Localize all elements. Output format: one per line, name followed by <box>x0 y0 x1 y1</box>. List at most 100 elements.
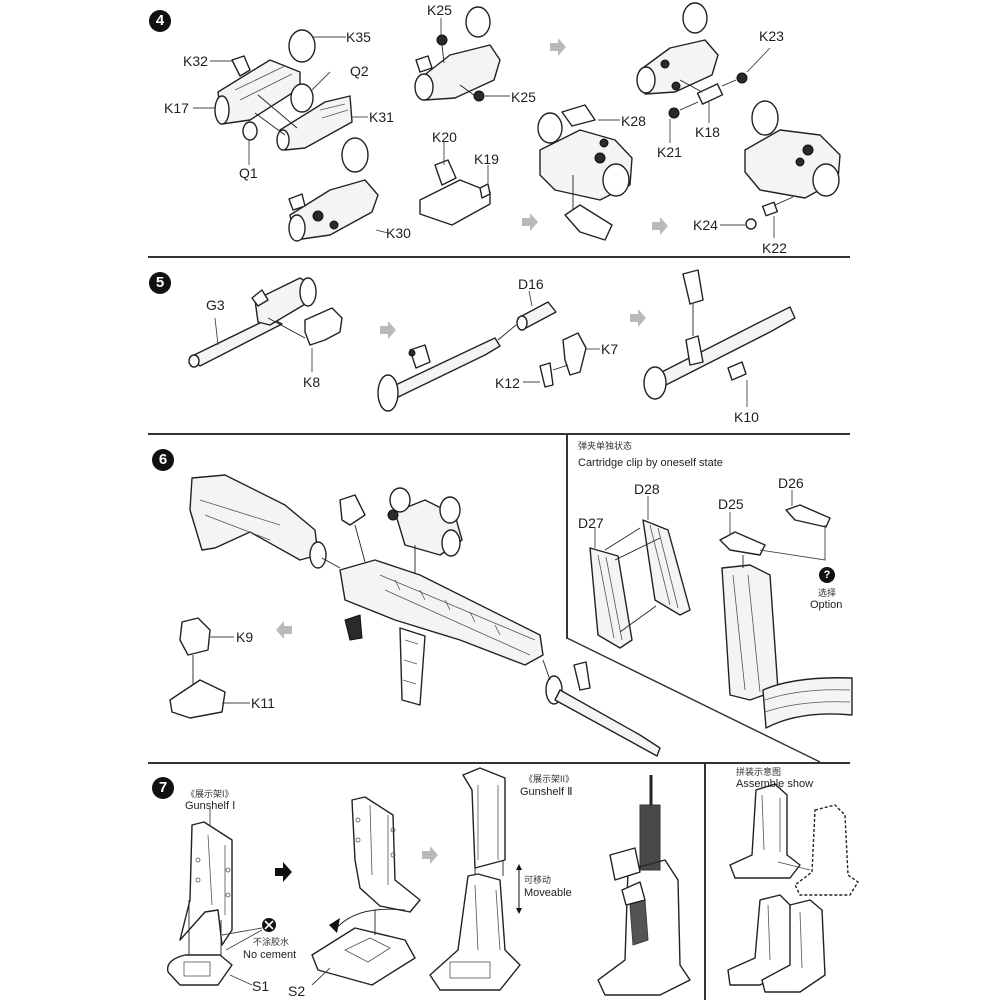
part-label-k23: K23 <box>759 28 784 44</box>
lens-q1-part <box>242 121 258 141</box>
part-label-g3: G3 <box>206 297 225 313</box>
scope-with-k28-part <box>537 104 633 241</box>
no-cement-label-en: No cement <box>243 949 297 961</box>
divider-step5-step6 <box>148 433 850 435</box>
scope-k18-k21-k23-part <box>636 2 748 119</box>
part-label-k19: K19 <box>474 151 499 167</box>
curved-magazine-part <box>762 677 853 729</box>
assemble-show-double-stand-part <box>727 894 826 993</box>
rotate-arrow-head-icon <box>329 918 340 933</box>
front-barrel-assembly-part <box>545 661 661 757</box>
gunshelf-2-label-cn: 《展示架II》 <box>524 774 575 784</box>
gunshelf-1-label-en: Gunshelf Ⅰ <box>185 800 236 812</box>
flow-arrow-icon <box>422 846 438 864</box>
part-label-k32: K32 <box>183 53 208 69</box>
divider-step6-step7 <box>148 762 850 764</box>
lens-cap-k32-part <box>231 55 251 77</box>
flow-arrow-icon <box>550 38 566 56</box>
stock-part <box>189 474 327 569</box>
front-sight-k9-part <box>179 617 211 656</box>
rear-sight-part <box>339 494 366 526</box>
assemble-vertical-divider <box>704 763 706 1000</box>
barrel-assembly-final-part <box>643 269 796 400</box>
gunshelf-base-s1-part <box>166 954 233 986</box>
part-label-k35: K35 <box>346 29 371 45</box>
part-label-d27: D27 <box>578 515 604 531</box>
flow-arrow-icon <box>276 621 292 639</box>
divider-step4-step5 <box>148 256 850 258</box>
step-4-badge: 4 <box>149 10 171 32</box>
part-label-k7: K7 <box>601 341 619 357</box>
black-right-arrow-icon <box>275 862 292 882</box>
moveable-label-en: Moveable <box>524 887 572 899</box>
flow-arrow-icon <box>380 321 396 339</box>
rotate-arrow <box>334 908 406 931</box>
gas-block-k8-part <box>304 307 343 346</box>
part-label-k25-top: K25 <box>427 2 452 18</box>
barrel-assembly-step5-part <box>377 337 501 412</box>
part-label-k12: K12 <box>495 375 520 391</box>
part-label-k24: K24 <box>693 217 718 233</box>
option-label-en: Option <box>810 599 843 611</box>
part-label-d16: D16 <box>518 276 544 292</box>
moveable-label-cn: 可移动 <box>524 875 552 885</box>
option-label-cn: 选择 <box>818 588 837 598</box>
red-dot-scope-part <box>387 487 463 557</box>
flow-arrow-icon <box>630 309 646 327</box>
sight-base-k11-part <box>169 679 226 719</box>
option-question-icon: ? <box>819 567 835 583</box>
assemble-show-ghost-stand-part <box>794 804 859 896</box>
gunshelf-1-assembled-part <box>351 796 421 913</box>
no-cement-label-cn: 不涂胶水 <box>253 937 290 947</box>
no-cement-icon <box>262 918 276 932</box>
part-label-k17: K17 <box>164 100 189 116</box>
scope-with-k25-part <box>414 6 501 102</box>
part-label-k20: K20 <box>432 129 457 145</box>
mag-baseplate-d26-part <box>785 504 831 528</box>
magazine-half-d28-part <box>642 519 691 616</box>
sight-pin-k12-part <box>539 362 554 388</box>
flash-hider-d16-part <box>516 301 557 331</box>
magazine-half-d27-part <box>589 547 633 649</box>
moveable-arrow-icon <box>516 864 522 914</box>
part-label-k21: K21 <box>657 144 682 160</box>
gunshelf-base-s2-part <box>311 927 416 986</box>
inset-title-en: Cartridge clip by oneself state <box>578 457 723 469</box>
barrel-g3-part <box>188 277 317 368</box>
flow-arrow-icon <box>522 213 538 231</box>
part-label-k28: K28 <box>621 113 646 129</box>
part-label-k25-side: K25 <box>511 89 536 105</box>
inset-vertical-divider <box>566 434 568 639</box>
assemble-show-label-cn: 拼装示意图 <box>736 767 782 777</box>
scope-tube-k31-part <box>276 95 353 151</box>
rifle-on-stand-part <box>597 775 691 996</box>
gunshelf-2-upper-part <box>462 767 506 869</box>
gunshelf-2-label-en: Gunshelf Ⅱ <box>520 786 573 798</box>
part-label-k31: K31 <box>369 109 394 125</box>
step-7-badge: 7 <box>152 777 174 799</box>
part-label-k10: K10 <box>734 409 759 425</box>
lens-q2-part <box>290 83 314 113</box>
lens-cap-k35-part <box>288 29 316 63</box>
part-label-d26: D26 <box>778 475 804 491</box>
part-label-k9: K9 <box>236 629 254 645</box>
part-label-d25: D25 <box>718 496 744 512</box>
rifle-receiver-handguard-part <box>339 559 544 706</box>
step-5-badge: 5 <box>149 272 171 294</box>
part-label-k18: K18 <box>695 124 720 140</box>
part-label-k8: K8 <box>303 374 321 390</box>
part-label-s2: S2 <box>288 983 306 999</box>
front-sight-k7-part <box>562 332 587 376</box>
inset-title-cn: 弹夹单独状态 <box>578 441 633 451</box>
gunshelf-2-lower-part <box>429 873 521 991</box>
gunshelf-1-label-cn: 《展示架I》 <box>186 789 234 799</box>
part-label-d28: D28 <box>634 481 660 497</box>
part-label-s1: S1 <box>252 978 270 994</box>
mount-k20-k19-part <box>419 159 491 226</box>
